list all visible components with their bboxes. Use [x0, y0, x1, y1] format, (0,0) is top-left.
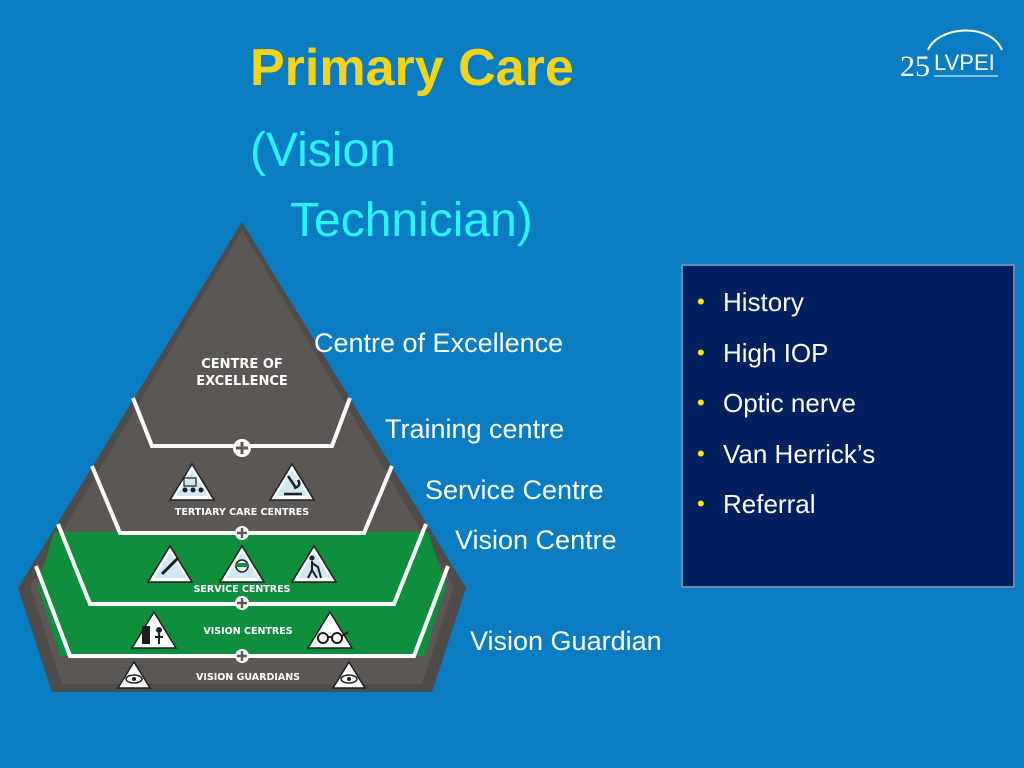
doctor-icon	[218, 544, 266, 583]
list-item: • History	[697, 284, 1013, 335]
eye-icon-left	[116, 660, 152, 689]
bullet-marker: •	[697, 390, 705, 415]
teaching-icon	[168, 462, 216, 501]
spectacles-icon	[306, 610, 354, 649]
plus-connector-3	[235, 596, 249, 610]
microscope-icon	[268, 462, 316, 501]
label-service-centre: Service Centre	[425, 475, 604, 505]
bullet-marker: •	[697, 339, 705, 365]
plus-connector-2	[235, 526, 249, 540]
plus-connector-4	[235, 649, 249, 663]
list-item-text: History	[723, 287, 804, 317]
tier-label-vision-guardians: VISION GUARDIANS	[196, 672, 300, 683]
vision-technician-tasks-box: • History • High IOP • Optic nerve • Van Her…	[681, 264, 1015, 588]
label-vision-guardian: Vision Guardian	[470, 626, 662, 656]
tier-label-excellence: EXCELLENCE	[196, 374, 288, 389]
label-centre-of-excellence: Centre of Excellence	[314, 328, 564, 358]
logo-text: LVPEI	[934, 50, 995, 75]
logo-number: 25	[900, 50, 930, 83]
list-item: • High IOP	[697, 335, 1013, 386]
list-item-text: Optic nerve	[723, 388, 856, 418]
tier-label-tertiary: TERTIARY CARE CENTRES	[175, 507, 309, 518]
syringe-icon	[146, 544, 194, 583]
lvpei-logo: 25 LVPEI	[900, 29, 1003, 83]
tier-label-vision-centres: VISION CENTRES	[203, 626, 292, 637]
vision-centre-band	[38, 532, 446, 656]
list-item-text: High IOP	[723, 337, 829, 368]
task-list: • History • High IOP • Optic nerve • Van Her…	[683, 266, 1013, 537]
subtitle-line-2: Technician)	[290, 193, 533, 247]
list-item: • Optic nerve	[697, 385, 1013, 436]
label-vision-centre: Vision Centre	[455, 525, 617, 555]
walking-person-icon	[290, 544, 338, 583]
eye-chart-icon	[130, 610, 178, 649]
bullet-marker: •	[697, 440, 705, 466]
list-item-text: Van Herrick’s	[723, 438, 876, 469]
plus-connector-1	[233, 439, 251, 457]
eye-icon-right	[331, 660, 367, 689]
bullet-marker: •	[697, 491, 705, 516]
slide-title: Primary Care	[250, 39, 574, 97]
bullet-marker: •	[697, 289, 705, 314]
list-item-text: Referral	[723, 489, 816, 519]
label-training-centre: Training centre	[385, 414, 565, 444]
tier-label-service: SERVICE CENTRES	[194, 584, 291, 595]
list-item: • Referral	[697, 486, 1013, 537]
tier-label-centre-of: CENTRE OF	[201, 357, 283, 372]
slide-subtitle: (Vision Technician)	[250, 116, 533, 255]
subtitle-line-1: (Vision	[250, 124, 396, 177]
list-item: • Van Herrick’s	[697, 436, 1013, 487]
